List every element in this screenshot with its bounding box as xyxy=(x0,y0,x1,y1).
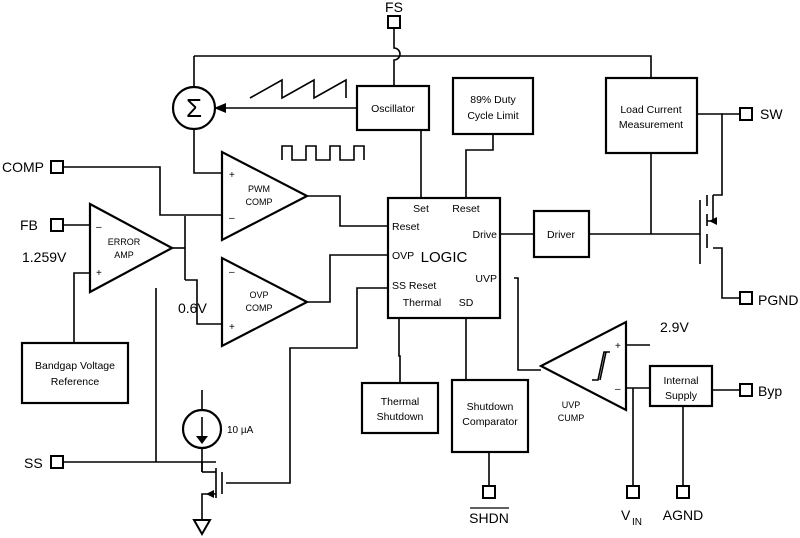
shdn-label: SHDN xyxy=(469,507,509,526)
svg-text:Measurement: Measurement xyxy=(619,119,683,131)
shdn-pin xyxy=(482,485,496,499)
duty-limit-block: 89% Duty Cycle Limit xyxy=(451,76,535,136)
ground-symbol xyxy=(192,519,212,537)
fb-pin xyxy=(50,218,64,232)
sum-arrowhead xyxy=(214,103,226,113)
svg-text:89% Duty: 89% Duty xyxy=(470,94,516,106)
pgnd-pin xyxy=(739,291,753,305)
svg-text:PWM: PWM xyxy=(248,184,270,194)
svg-text:+: + xyxy=(96,268,102,279)
fs-label: FS xyxy=(385,0,403,15)
svg-text:–: – xyxy=(615,384,621,395)
svg-text:Set: Set xyxy=(413,203,429,215)
svg-text:UVP: UVP xyxy=(562,400,581,410)
pins xyxy=(50,15,753,499)
ovp-ref-label: 0.6V xyxy=(178,300,207,316)
svg-text:Driver: Driver xyxy=(547,229,576,241)
sawtooth-waveform xyxy=(249,78,347,100)
svg-text:AMP: AMP xyxy=(114,250,134,260)
svg-text:10 µA: 10 µA xyxy=(227,425,254,436)
fb-label: FB xyxy=(20,217,38,233)
svg-text:+: + xyxy=(615,341,621,352)
vin-label: V IN xyxy=(621,507,642,528)
svg-text:CUMP: CUMP xyxy=(558,413,585,423)
svg-text:–: – xyxy=(96,222,102,233)
ss-label: SS xyxy=(24,455,43,471)
svg-text:Shutdown: Shutdown xyxy=(377,411,424,423)
oscillator-block: Oscillator xyxy=(355,84,431,132)
svg-text:Internal: Internal xyxy=(663,375,698,387)
ovp-comparator: – + OVP COMP xyxy=(220,256,310,348)
svg-text:SS Reset: SS Reset xyxy=(392,280,436,292)
pgnd-label: PGND xyxy=(758,292,798,308)
current-source: 10 µA xyxy=(181,408,254,450)
svg-text:Cycle Limit: Cycle Limit xyxy=(467,110,518,122)
thermal-shutdown-block: Thermal Shutdown xyxy=(360,381,440,435)
down-arrow-icon xyxy=(196,436,208,444)
svg-text:Supply: Supply xyxy=(665,390,698,402)
agnd-pin xyxy=(676,485,690,499)
comp-label: COMP xyxy=(2,159,44,175)
svg-text:Reset: Reset xyxy=(452,203,480,215)
uvp-ref-label: 2.9V xyxy=(660,319,689,335)
sw-label: SW xyxy=(760,106,783,122)
svg-text:OVP: OVP xyxy=(392,250,414,262)
svg-text:SD: SD xyxy=(459,297,474,309)
svg-text:Comparator: Comparator xyxy=(462,416,518,428)
pwm-comparator: + – PWM COMP xyxy=(220,150,310,242)
svg-text:–: – xyxy=(229,213,235,224)
logic-block: Set Reset Reset Drive OVP LOGIC UVP SS R… xyxy=(386,196,502,320)
bandgap-block: Bandgap Voltage Reference xyxy=(20,341,130,405)
svg-text:Reference: Reference xyxy=(51,376,100,388)
svg-text:Thermal: Thermal xyxy=(403,297,442,309)
byp-label: Byp xyxy=(758,383,782,399)
svg-text:+: + xyxy=(229,170,235,181)
svg-text:SHDN: SHDN xyxy=(469,510,509,526)
comp-pin xyxy=(50,160,64,174)
load-current-block: Load Current Measurement xyxy=(604,76,699,155)
summing-junction: Σ xyxy=(171,85,217,131)
vref-label: 1.259V xyxy=(22,249,67,265)
driver-block: Driver xyxy=(532,209,591,259)
svg-text:LOGIC: LOGIC xyxy=(421,249,468,266)
ss-pin xyxy=(50,455,64,469)
svg-text:COMP: COMP xyxy=(246,303,273,313)
svg-text:IN: IN xyxy=(632,517,642,528)
svg-text:+: + xyxy=(229,322,235,333)
svg-text:Drive: Drive xyxy=(472,229,497,241)
power-switch-nmos xyxy=(699,195,717,264)
ss-nmos-arrow xyxy=(206,490,214,498)
svg-text:OVP: OVP xyxy=(249,290,268,300)
svg-text:Load Current: Load Current xyxy=(620,104,681,116)
svg-text:–: – xyxy=(229,267,235,278)
svg-text:V: V xyxy=(621,507,631,523)
svg-text:Reset: Reset xyxy=(392,221,420,233)
fs-pin xyxy=(387,15,401,29)
byp-pin xyxy=(739,383,753,397)
error-amp: – + ERROR AMP xyxy=(88,202,175,294)
svg-text:Σ: Σ xyxy=(186,93,202,123)
svg-text:Shutdown: Shutdown xyxy=(467,401,514,413)
hysteresis-icon xyxy=(592,351,610,381)
svg-text:Thermal: Thermal xyxy=(381,396,420,408)
svg-text:COMP: COMP xyxy=(246,197,273,207)
internal-supply-block: Internal Supply xyxy=(648,364,714,408)
shutdown-comparator-block: Shutdown Comparator xyxy=(450,378,530,454)
wires xyxy=(63,29,740,520)
pulse-waveform xyxy=(281,145,365,161)
svg-text:UVP: UVP xyxy=(475,273,497,285)
svg-text:ERROR: ERROR xyxy=(108,237,141,247)
agnd-label: AGND xyxy=(663,507,703,523)
svg-text:Oscillator: Oscillator xyxy=(371,103,415,115)
svg-text:Bandgap Voltage: Bandgap Voltage xyxy=(35,360,115,372)
sw-pin xyxy=(739,107,753,121)
uvp-comparator: + – UVP CUMP xyxy=(538,320,628,423)
vin-pin xyxy=(626,485,640,499)
